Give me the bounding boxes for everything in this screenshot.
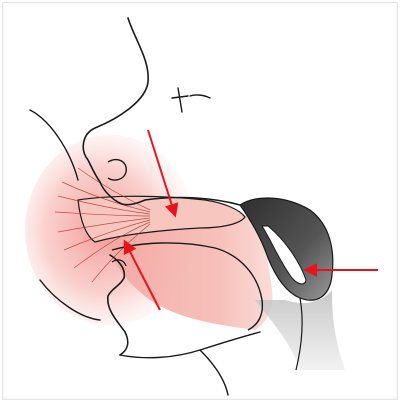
throat	[255, 290, 345, 370]
jaw-neck-line	[120, 332, 260, 395]
eye-mark	[172, 88, 210, 112]
